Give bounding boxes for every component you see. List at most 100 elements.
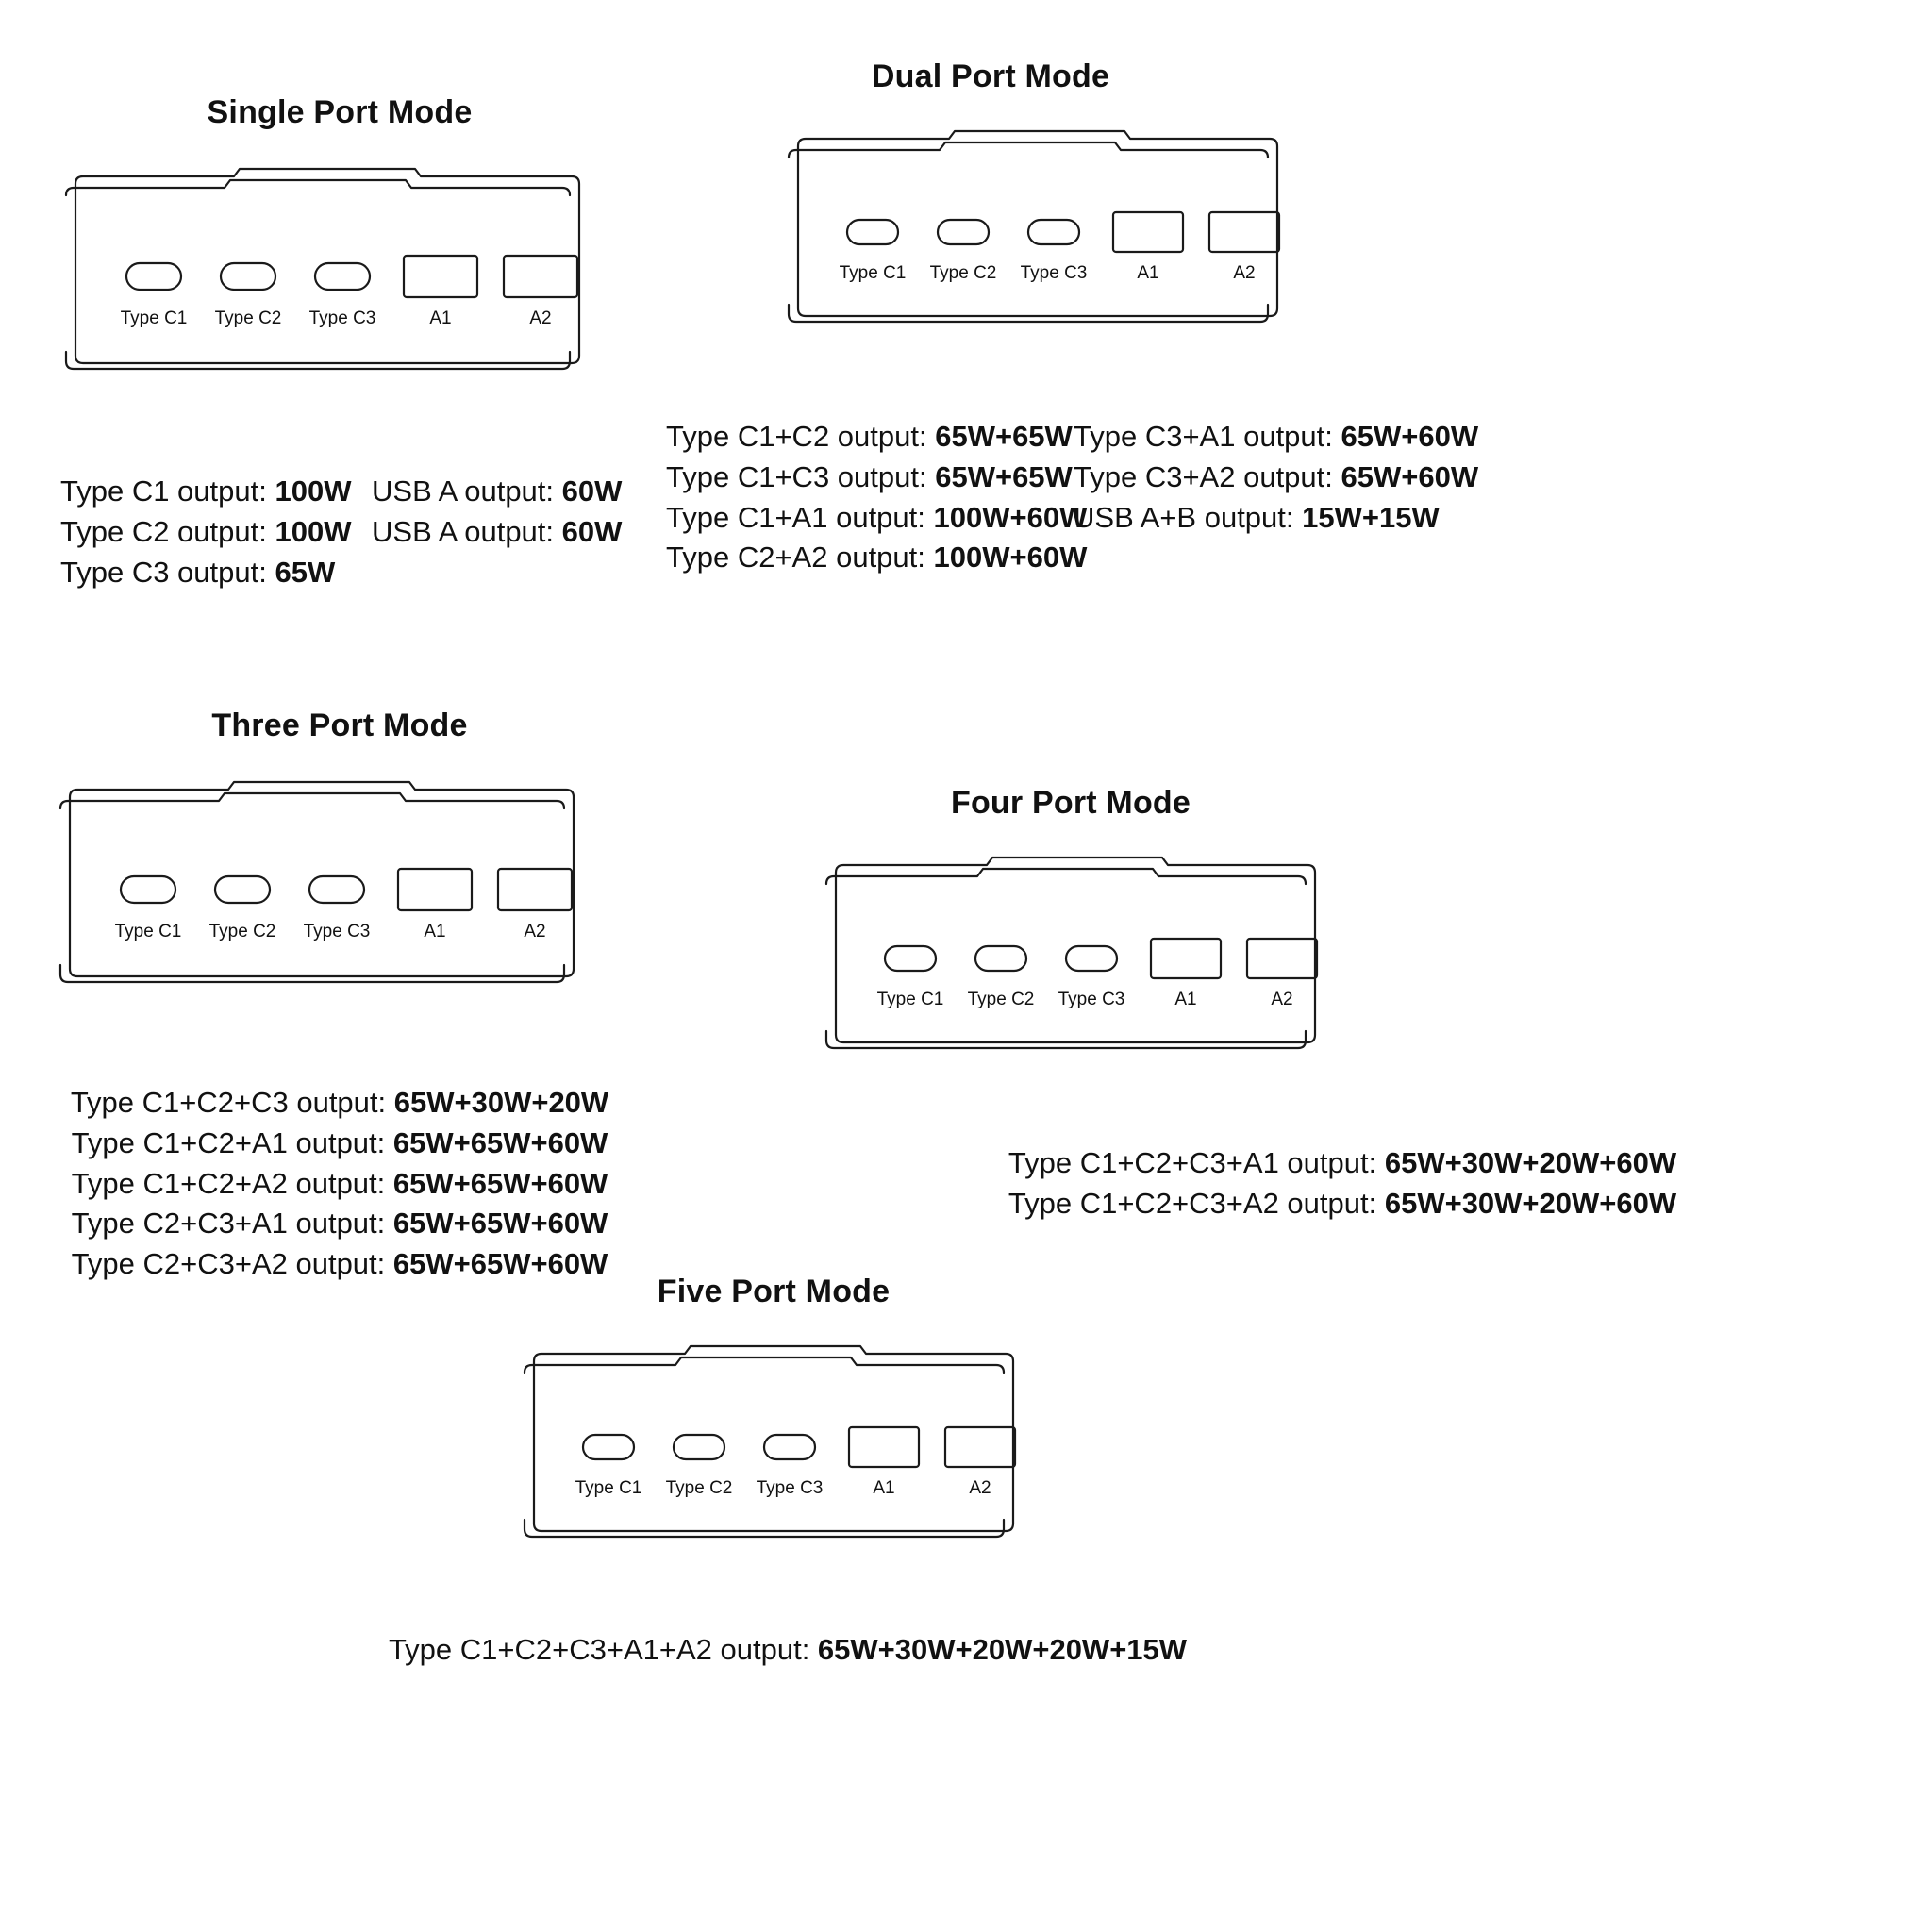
port-label-a2: A2 — [969, 1478, 991, 1498]
mode-title: Three Port Mode — [211, 708, 468, 743]
spec-value: 65W+65W+60W — [392, 1125, 608, 1159]
spec-value: 65W+30W+20W — [393, 1086, 609, 1119]
mode-title: Single Port Mode — [207, 94, 473, 130]
spec-value: 65W+60W — [1341, 420, 1479, 453]
section-single-port-mode: Single Port Mode Type C1 Type C2 Type C3… — [38, 94, 641, 589]
device-illustration: Type C1 Type C2 Type C3 A1 A2 — [53, 780, 581, 988]
spec-row: USB A+B output: 15W+15W — [1074, 498, 1478, 539]
spec-row: Type C1 output: 100W — [60, 472, 353, 512]
port-label-type-c3: Type C3 — [1021, 263, 1088, 283]
spec-label: Type C1+C2+A1 output: — [71, 1125, 393, 1159]
spec-label: Type C1 output: — [60, 475, 275, 508]
spec-column-right: Type C3+A1 output: 65W+60W Type C3+A2 ou… — [1074, 417, 1478, 538]
spec-value: 65W — [275, 555, 336, 589]
spec-value: 15W+15W — [1302, 500, 1440, 534]
spec-label: Type C1+C2+C3+A1 output: — [1008, 1146, 1385, 1179]
specs-five-port-mode: Type C1+C2+C3+A1+A2 output: 65W+30W+20W+… — [217, 1630, 1358, 1671]
device-illustration: Type C1 Type C2 Type C3 A1 A2 — [58, 167, 587, 375]
spec-value: 100W — [275, 475, 352, 508]
spec-row: USB A output: 60W — [372, 512, 622, 553]
port-label-a1: A1 — [873, 1478, 894, 1498]
spec-label: Type C1+C2+A2 output: — [71, 1166, 393, 1200]
port-label-type-c2: Type C2 — [215, 308, 282, 328]
spec-row: Type C2 output: 100W — [60, 512, 353, 553]
port-label-type-c3: Type C3 — [1058, 990, 1125, 1009]
spec-label: Type C1+C2+C3+A2 output: — [1008, 1186, 1385, 1220]
spec-row: Type C2+C3+A2 output: 65W+65W+60W — [38, 1244, 641, 1285]
spec-label: Type C1+C2+C3 output: — [70, 1086, 394, 1119]
device-illustration: Type C1 Type C2 Type C3 A1 A2 — [519, 1344, 1028, 1542]
spec-row: Type C1+C2+C3 output: 65W+30W+20W — [38, 1083, 641, 1124]
spec-label: Type C3+A1 output: — [1074, 420, 1341, 453]
section-three-port-mode: Three Port Mode Type C1 Type C2 Type C3 … — [38, 708, 641, 1280]
port-label-type-c2: Type C2 — [209, 922, 276, 941]
port-label-a1: A1 — [1137, 263, 1158, 283]
port-label-a2: A2 — [1271, 990, 1292, 1009]
spec-value: 65W+30W+20W+60W — [1384, 1186, 1677, 1220]
port-label-type-c1: Type C1 — [877, 990, 944, 1009]
spec-label: Type C1+A1 output: — [666, 500, 934, 534]
port-label-a1: A1 — [1174, 990, 1196, 1009]
mode-title: Four Port Mode — [951, 785, 1191, 821]
spec-label: Type C1+C2 output: — [666, 420, 936, 453]
section-five-port-mode: Five Port Mode Type C1 Type C2 Type C3 A… — [389, 1274, 1538, 1666]
spec-value: 65W+65W+60W — [392, 1247, 608, 1281]
spec-row: Type C1+C2+A1 output: 65W+65W+60W — [38, 1124, 641, 1164]
device-illustration: Type C1 Type C2 Type C3 A1 A2 — [783, 129, 1292, 327]
spec-value: 65W+65W — [935, 459, 1073, 493]
port-label-a2: A2 — [529, 308, 551, 328]
spec-label: Type C1+C3 output: — [666, 459, 936, 493]
port-label-type-c1: Type C1 — [840, 263, 907, 283]
spec-label: Type C2+A2 output: — [666, 541, 934, 575]
specs-four-port-mode: Type C1+C2+C3+A1 output: 65W+30W+20W+60W… — [762, 1143, 1923, 1224]
spec-value: 100W+60W — [933, 541, 1088, 575]
spec-row: Type C3 output: 65W — [60, 553, 353, 593]
spec-value: 65W+65W+60W — [392, 1166, 608, 1200]
spec-value: 65W+30W+20W+60W — [1384, 1146, 1677, 1179]
spec-value: 65W+65W — [935, 420, 1073, 453]
port-label-type-c2: Type C2 — [666, 1478, 733, 1498]
spec-label: Type C2+C3+A1 output: — [71, 1207, 393, 1241]
port-label-type-c2: Type C2 — [930, 263, 997, 283]
port-label-type-c2: Type C2 — [968, 990, 1035, 1009]
spec-value: 60W — [561, 475, 623, 508]
device-illustration: Type C1 Type C2 Type C3 A1 A2 — [821, 856, 1330, 1054]
spec-row: Type C3+A1 output: 65W+60W — [1074, 417, 1478, 458]
section-four-port-mode: Four Port Mode Type C1 Type C2 Type C3 A… — [745, 785, 1906, 1220]
spec-row: Type C1+C2+C3+A1 output: 65W+30W+20W+60W — [762, 1143, 1923, 1184]
spec-label: Type C2 output: — [60, 514, 275, 548]
spec-column-left: Type C1 output: 100W Type C2 output: 100… — [60, 472, 353, 592]
spec-row: Type C2+A2 output: 100W+60W — [666, 538, 1087, 578]
port-label-a2: A2 — [524, 922, 545, 941]
spec-row: Type C1+C2+C3+A1+A2 output: 65W+30W+20W+… — [217, 1630, 1358, 1671]
spec-row: Type C1+A1 output: 100W+60W — [666, 498, 1087, 539]
port-label-type-c1: Type C1 — [121, 308, 188, 328]
spec-row: USB A output: 60W — [372, 472, 622, 512]
spec-value: 65W+60W — [1341, 459, 1479, 493]
spec-column-left: Type C1+C2 output: 65W+65W Type C1+C3 ou… — [666, 417, 1087, 578]
port-label-a2: A2 — [1233, 263, 1255, 283]
spec-row: Type C1+C3 output: 65W+65W — [666, 458, 1073, 498]
section-dual-port-mode: Dual Port Mode Type C1 Type C2 Type C3 A… — [660, 58, 1896, 574]
spec-value: 65W+65W+60W — [392, 1207, 608, 1241]
spec-label: Type C3+A2 output: — [1074, 459, 1341, 493]
port-label-a1: A1 — [424, 922, 445, 941]
spec-row: Type C1+C2 output: 65W+65W — [666, 417, 1073, 458]
spec-column-right: USB A output: 60W USB A output: 60W — [372, 472, 622, 553]
spec-value: 60W — [561, 514, 623, 548]
spec-label: Type C1+C2+C3+A1+A2 output: — [388, 1633, 818, 1666]
spec-row: Type C1+C2+C3+A2 output: 65W+30W+20W+60W — [762, 1184, 1923, 1224]
port-label-a1: A1 — [429, 308, 451, 328]
port-label-type-c1: Type C1 — [575, 1478, 642, 1498]
spec-label: USB A output: — [372, 475, 562, 508]
spec-value: 65W+30W+20W+20W+15W — [817, 1633, 1188, 1666]
spec-label: Type C3 output: — [60, 555, 275, 589]
spec-row: Type C2+C3+A1 output: 65W+65W+60W — [38, 1204, 641, 1244]
spec-label: USB A output: — [372, 514, 562, 548]
spec-row: Type C1+C2+A2 output: 65W+65W+60W — [38, 1164, 641, 1205]
spec-label: USB A+B output: — [1074, 500, 1303, 534]
spec-label: Type C2+C3+A2 output: — [71, 1247, 393, 1281]
mode-title: Dual Port Mode — [871, 58, 1110, 94]
spec-row: Type C3+A2 output: 65W+60W — [1074, 458, 1478, 498]
port-label-type-c3: Type C3 — [309, 308, 376, 328]
